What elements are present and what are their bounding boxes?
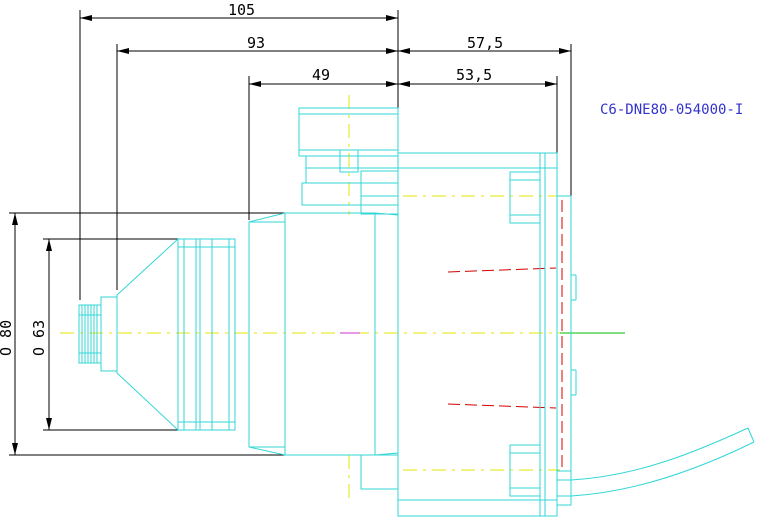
- dimension-arrows: [12, 15, 571, 455]
- centerlines: [60, 95, 560, 500]
- dimension-49-label: 49: [312, 66, 330, 84]
- diameter-63-label: O 63: [30, 320, 48, 356]
- part-number-title: C6-DNE80-054000-I: [600, 102, 743, 118]
- dimension-lines: [9, 10, 572, 456]
- diameter-80-label: O 80: [0, 320, 15, 356]
- dimension-105-label: 105: [228, 1, 255, 19]
- hidden-lines: [447, 200, 563, 470]
- dimension-53-5-label: 53,5: [456, 66, 492, 84]
- dimension-93-label: 93: [247, 34, 265, 52]
- dimension-57-5-label: 57,5: [467, 34, 503, 52]
- body-outline: [78, 107, 755, 517]
